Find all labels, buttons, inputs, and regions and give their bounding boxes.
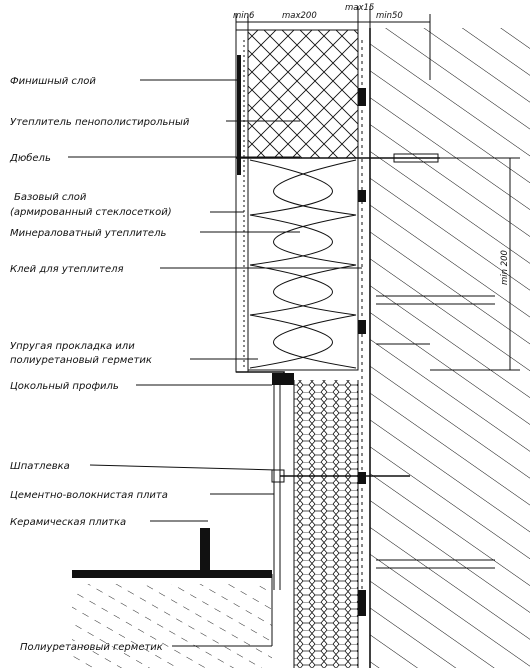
eps-insulation-block: [247, 29, 359, 159]
label-eps-insulation: Утеплитель пенополистирольный: [10, 117, 190, 128]
label-base-layer-1: Базовый слой: [14, 192, 87, 203]
anchor-lower: [271, 469, 410, 483]
dim-min50: min50: [376, 11, 403, 21]
wall-slab-lines: [376, 295, 495, 569]
finish-and-base-layer: [235, 29, 249, 373]
dowel-upper: [236, 153, 440, 163]
fiber-cement-board: [273, 380, 281, 590]
label-fiber-cement: Цементно-волокнистая плита: [10, 490, 168, 501]
label-putty: Шпатлевка: [10, 461, 70, 472]
label-pu-sealant: Полиуретановый герметик: [20, 642, 163, 653]
label-finish-layer: Финишный слой: [10, 76, 96, 87]
plinth-profile: [236, 371, 294, 385]
dim-min6: min6: [233, 11, 255, 21]
label-dowel: Дюбель: [9, 152, 51, 164]
dimension-lines: [235, 6, 520, 371]
leader-lines: [68, 79, 362, 647]
mineral-wool-block: [247, 157, 359, 371]
label-ceramic-tile: Керамическая плитка: [10, 517, 126, 528]
label-mineral-wool: Минераловатный утеплитель: [10, 228, 166, 239]
masonry-wall: [369, 28, 530, 668]
label-base-layer-2: (армированный стеклосеткой): [10, 207, 172, 218]
label-adhesive: Клей для утеплителя: [10, 264, 124, 275]
label-gasket-2: полиуретановый герметик: [10, 355, 152, 366]
ground-base: [72, 528, 272, 668]
dim-min200: min 200: [500, 250, 510, 285]
label-gasket-1: Упругая прокладка или: [10, 341, 135, 352]
dim-max15: max15: [345, 3, 374, 13]
xps-insulation-block: [293, 380, 359, 668]
label-plinth-profile: Цокольный профиль: [10, 381, 119, 392]
adhesive-layer: [358, 40, 366, 616]
dim-max200: max200: [282, 11, 317, 21]
